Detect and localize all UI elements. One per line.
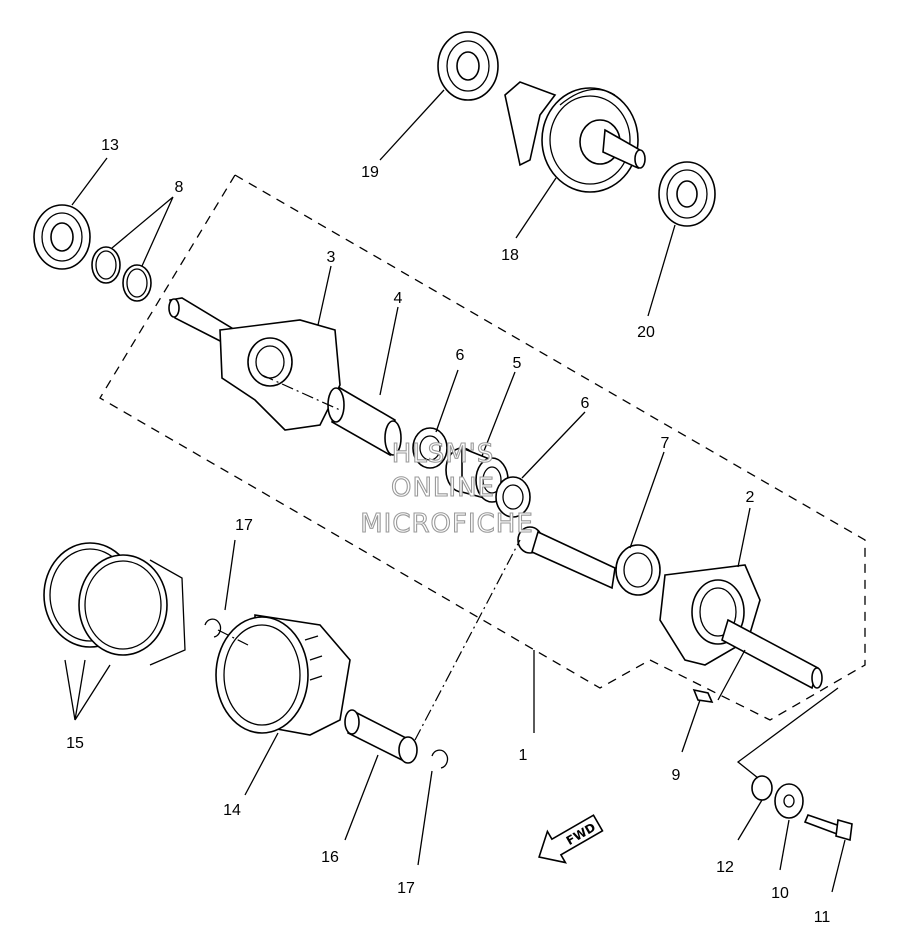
bearing-19: [437, 31, 499, 101]
washer-6-upper: [412, 427, 448, 469]
callout-13: 13: [101, 137, 119, 154]
piston-14: [215, 614, 351, 736]
circlip-17-upper: [204, 618, 222, 638]
callout-4: 4: [394, 290, 403, 307]
circlip-17-lower: [431, 749, 449, 769]
callout-17-lower: 17: [397, 880, 415, 897]
watermark-line-3: MICROFICHE: [360, 509, 534, 539]
callout-7: 7: [661, 435, 670, 452]
callout-20: 20: [637, 324, 655, 341]
callout-11: 11: [814, 909, 831, 926]
callout-14: 14: [223, 802, 241, 819]
callout-6-lower: 6: [581, 395, 590, 412]
callout-17-upper: 17: [235, 517, 253, 534]
callout-10: 10: [771, 885, 789, 902]
callout-18: 18: [501, 247, 519, 264]
washer-10: [774, 783, 804, 819]
callout-2: 2: [746, 489, 755, 506]
callout-16: 16: [321, 849, 339, 866]
callout-9: 9: [672, 767, 681, 784]
callout-5: 5: [513, 355, 522, 372]
callout-6-upper: 6: [456, 347, 465, 364]
axis-line-crank: [261, 374, 341, 411]
bolt-11: [803, 814, 853, 842]
piston-rings-15: [43, 542, 186, 666]
o-ring-12: [751, 775, 773, 801]
callout-8: 8: [175, 179, 184, 196]
callout-3: 3: [327, 249, 336, 266]
leader-lines: [64, 89, 846, 893]
watermark: HLSM'S ONLINE MICROFICHE: [360, 438, 534, 539]
needle-bearing-5: [445, 446, 509, 503]
callout-12: 12: [716, 859, 734, 876]
axis-line-pin: [414, 539, 521, 741]
piston-pin-16: [344, 709, 418, 764]
watermark-line-1: HLSM'S: [392, 439, 495, 469]
callout-1: 1: [519, 747, 528, 764]
watermark-line-2: ONLINE: [391, 473, 495, 503]
washer-6-lower: [495, 476, 531, 518]
crank-pin-4: [327, 386, 402, 457]
balancer-shaft-18: [504, 81, 646, 193]
shims-8: [91, 246, 152, 302]
axis-line-piston: [217, 629, 249, 646]
connecting-rod-7: [517, 526, 661, 596]
crankshaft-left-3: [168, 297, 341, 431]
bearing-20: [658, 161, 716, 227]
fwd-arrow: FWD: [538, 814, 604, 864]
woodruff-key-9: [692, 688, 714, 703]
assembly-boundary: [99, 174, 866, 721]
crankshaft-right-2: [659, 564, 823, 690]
callout-15: 15: [66, 735, 84, 752]
bearing-13: [33, 204, 91, 270]
callout-19: 19: [361, 164, 379, 181]
